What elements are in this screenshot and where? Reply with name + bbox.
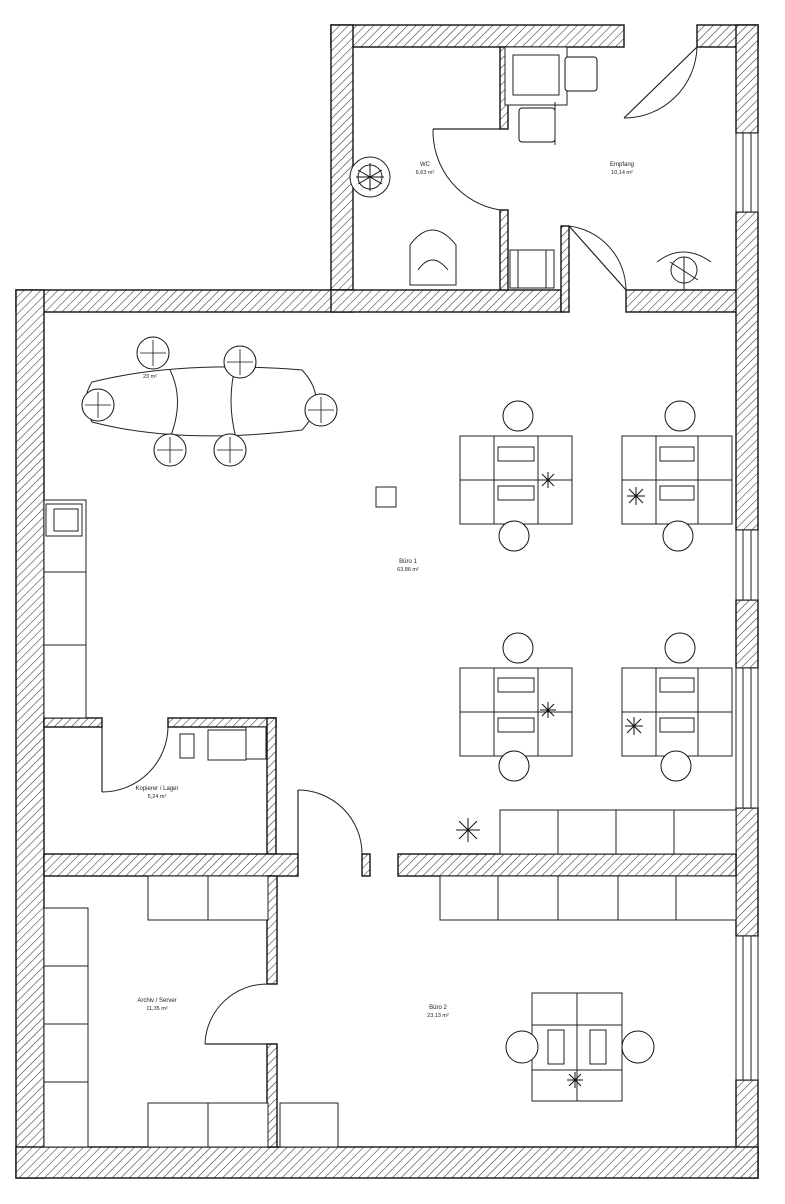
column (375, 486, 397, 508)
empfang-furniture (504, 46, 712, 290)
wall-right-2 (735, 211, 759, 531)
copier (207, 729, 247, 761)
kitchen-cabinets (43, 499, 87, 719)
wall-kopierer-top-left (43, 717, 103, 728)
desk-cluster-4 (621, 632, 733, 782)
plants-buero1 (456, 472, 645, 842)
wall-mid-post (361, 853, 371, 877)
wall-left-main (15, 289, 45, 1179)
wall-archiv-upper (266, 875, 278, 985)
wall-bottom (15, 1146, 759, 1179)
room-archiv-name: Archiv / Server (137, 998, 176, 1004)
window-2 (735, 529, 759, 601)
room-wc-name: WC (420, 162, 431, 168)
room-kopierer-name: Kopierer / Lager (135, 786, 178, 792)
meeting-area-label: 23 m² (143, 374, 157, 380)
wall-top-upper (330, 24, 625, 48)
kitchen-sink (53, 508, 79, 532)
room-buero2-name: Büro 2 (429, 1005, 447, 1011)
wc-shelf (509, 249, 555, 289)
wall-left-upper (330, 24, 354, 291)
wall-right-1 (735, 24, 759, 134)
wall-empfang-stub (560, 225, 570, 313)
wall-top-main-2 (330, 289, 562, 313)
wall-top-main (15, 289, 354, 313)
window-1 (735, 132, 759, 213)
room-empfang-name: Empfang (610, 162, 634, 168)
interior-walls (43, 46, 737, 1148)
window-3 (735, 667, 759, 809)
meeting-chairs (81, 336, 338, 467)
wall-kopierer-right (266, 717, 277, 855)
room-buero1-name: Büro 1 (399, 559, 417, 565)
empfang-plant (656, 251, 712, 290)
wall-right-4 (735, 807, 759, 937)
buero2-furniture (279, 875, 737, 1148)
wall-archiv-lower (266, 1043, 278, 1148)
desk-cluster-1 (459, 400, 573, 552)
wc-toilet (409, 229, 457, 286)
wall-wc-empfang-lower (499, 209, 509, 291)
desk-cluster-2 (621, 400, 733, 552)
archiv-furniture (43, 875, 269, 1148)
doors (101, 46, 698, 1045)
wall-mid-right (397, 853, 737, 877)
room-buero2-area: 23,13 m² (427, 1013, 449, 1019)
room-archiv-area: 11,35 m² (146, 1006, 167, 1012)
room-kopierer-area: 5,24 m² (148, 794, 167, 800)
room-buero1-area: 63,86 m² (397, 567, 419, 573)
room-labels: WC 6,63 m² Empfang 10,14 m² Büro 1 63,86… (135, 162, 634, 1019)
room-empfang-area: 10,14 m² (611, 170, 633, 176)
windows (735, 132, 759, 1081)
desk-cluster-3 (459, 632, 573, 782)
kopierer-furniture (179, 726, 267, 761)
empfang-chair-2 (518, 107, 556, 143)
wall-right-3 (735, 599, 759, 669)
room-wc-area: 6,63 m² (416, 170, 435, 176)
cabinets-buero1-bottom (499, 809, 737, 855)
meeting-table: 23 m² (81, 336, 338, 467)
wc-fixtures (349, 156, 555, 289)
wall-kopierer-top-right (167, 717, 277, 728)
outer-walls (15, 24, 759, 1179)
empfang-chair-1 (564, 56, 598, 92)
wall-mid-left (43, 853, 299, 877)
window-4 (735, 935, 759, 1081)
